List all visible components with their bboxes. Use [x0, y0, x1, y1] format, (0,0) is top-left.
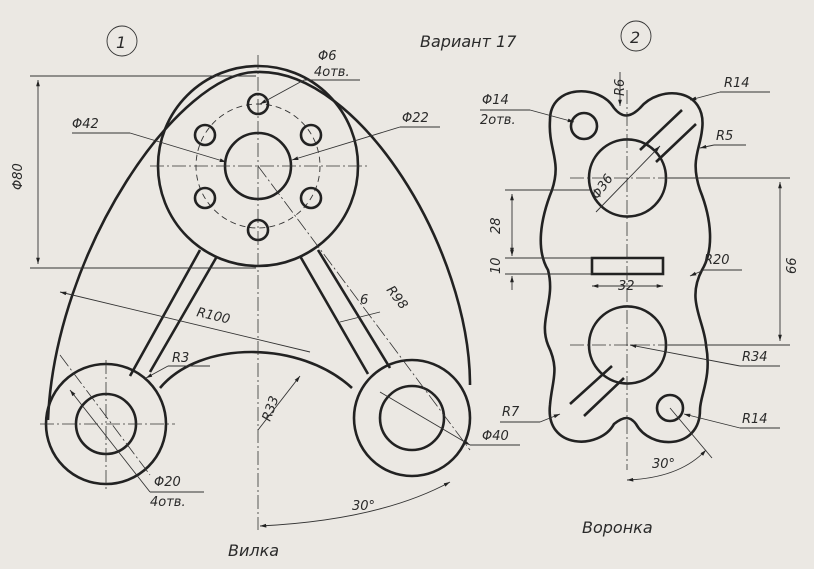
- dim-r20: R20: [704, 253, 730, 268]
- funnel-drawing: 28 10 66 32 Φ14 2отв. R6 R14 R5 Φ36 R20 …: [480, 72, 800, 482]
- dim-r100: R100: [195, 305, 231, 327]
- dim-d36: Φ36: [589, 172, 617, 203]
- variant-title: Вариант 17: [420, 32, 517, 51]
- dim-h66: 66: [785, 257, 800, 274]
- dim-w6: 6: [360, 293, 368, 308]
- dim-d14: Φ14: [482, 93, 509, 108]
- dim-d6: Φ6: [318, 49, 337, 64]
- dim-h80: Φ80: [11, 163, 26, 190]
- funnel-section: [539, 89, 712, 444]
- upper-slot: [639, 109, 697, 163]
- dim-a30: 30°: [352, 499, 375, 514]
- fork-caption: Вилка: [228, 541, 279, 560]
- fork-drawing: Φ80 Φ6 4отв. Φ42 Φ22 R100 R98 6 R3 R33 Φ…: [11, 49, 520, 530]
- dim-r33: R33: [260, 394, 283, 423]
- dim-d42: Φ42: [72, 117, 99, 132]
- funnel-caption: Воронка: [582, 518, 653, 537]
- lower-slot: [569, 365, 625, 417]
- dim-h28: 28: [489, 217, 504, 234]
- dim-r14-top: R14: [724, 76, 750, 91]
- dim-a30-funnel: 30°: [652, 457, 675, 472]
- dim-d40: Φ40: [482, 429, 509, 444]
- dim-r98: R98: [383, 283, 411, 312]
- figure-2-number: 2: [620, 20, 652, 52]
- dim-r7: R7: [502, 405, 520, 420]
- dim-r34: R34: [742, 350, 768, 365]
- dim-d22: Φ22: [402, 111, 429, 126]
- inner-arc: [159, 350, 353, 389]
- dim-d6-count: 4отв.: [314, 65, 350, 80]
- dim-r5: R5: [716, 129, 733, 144]
- left-arm: [128, 249, 218, 377]
- dim-d14-count: 2отв.: [480, 113, 516, 128]
- dim-d20-count: 4отв.: [150, 495, 186, 510]
- dim-r6: R6: [613, 79, 628, 96]
- right-arm: [298, 249, 392, 375]
- dim-r14-bottom: R14: [742, 412, 768, 427]
- dim-d20: Φ20: [154, 475, 181, 490]
- svg-text:1: 1: [116, 33, 126, 52]
- figure-1-number: 1: [106, 25, 138, 57]
- dim-r3: R3: [172, 351, 189, 366]
- dim-h10: 10: [489, 257, 504, 274]
- svg-text:2: 2: [630, 28, 640, 47]
- dim-w32: 32: [618, 279, 635, 294]
- right-boss: [352, 358, 472, 478]
